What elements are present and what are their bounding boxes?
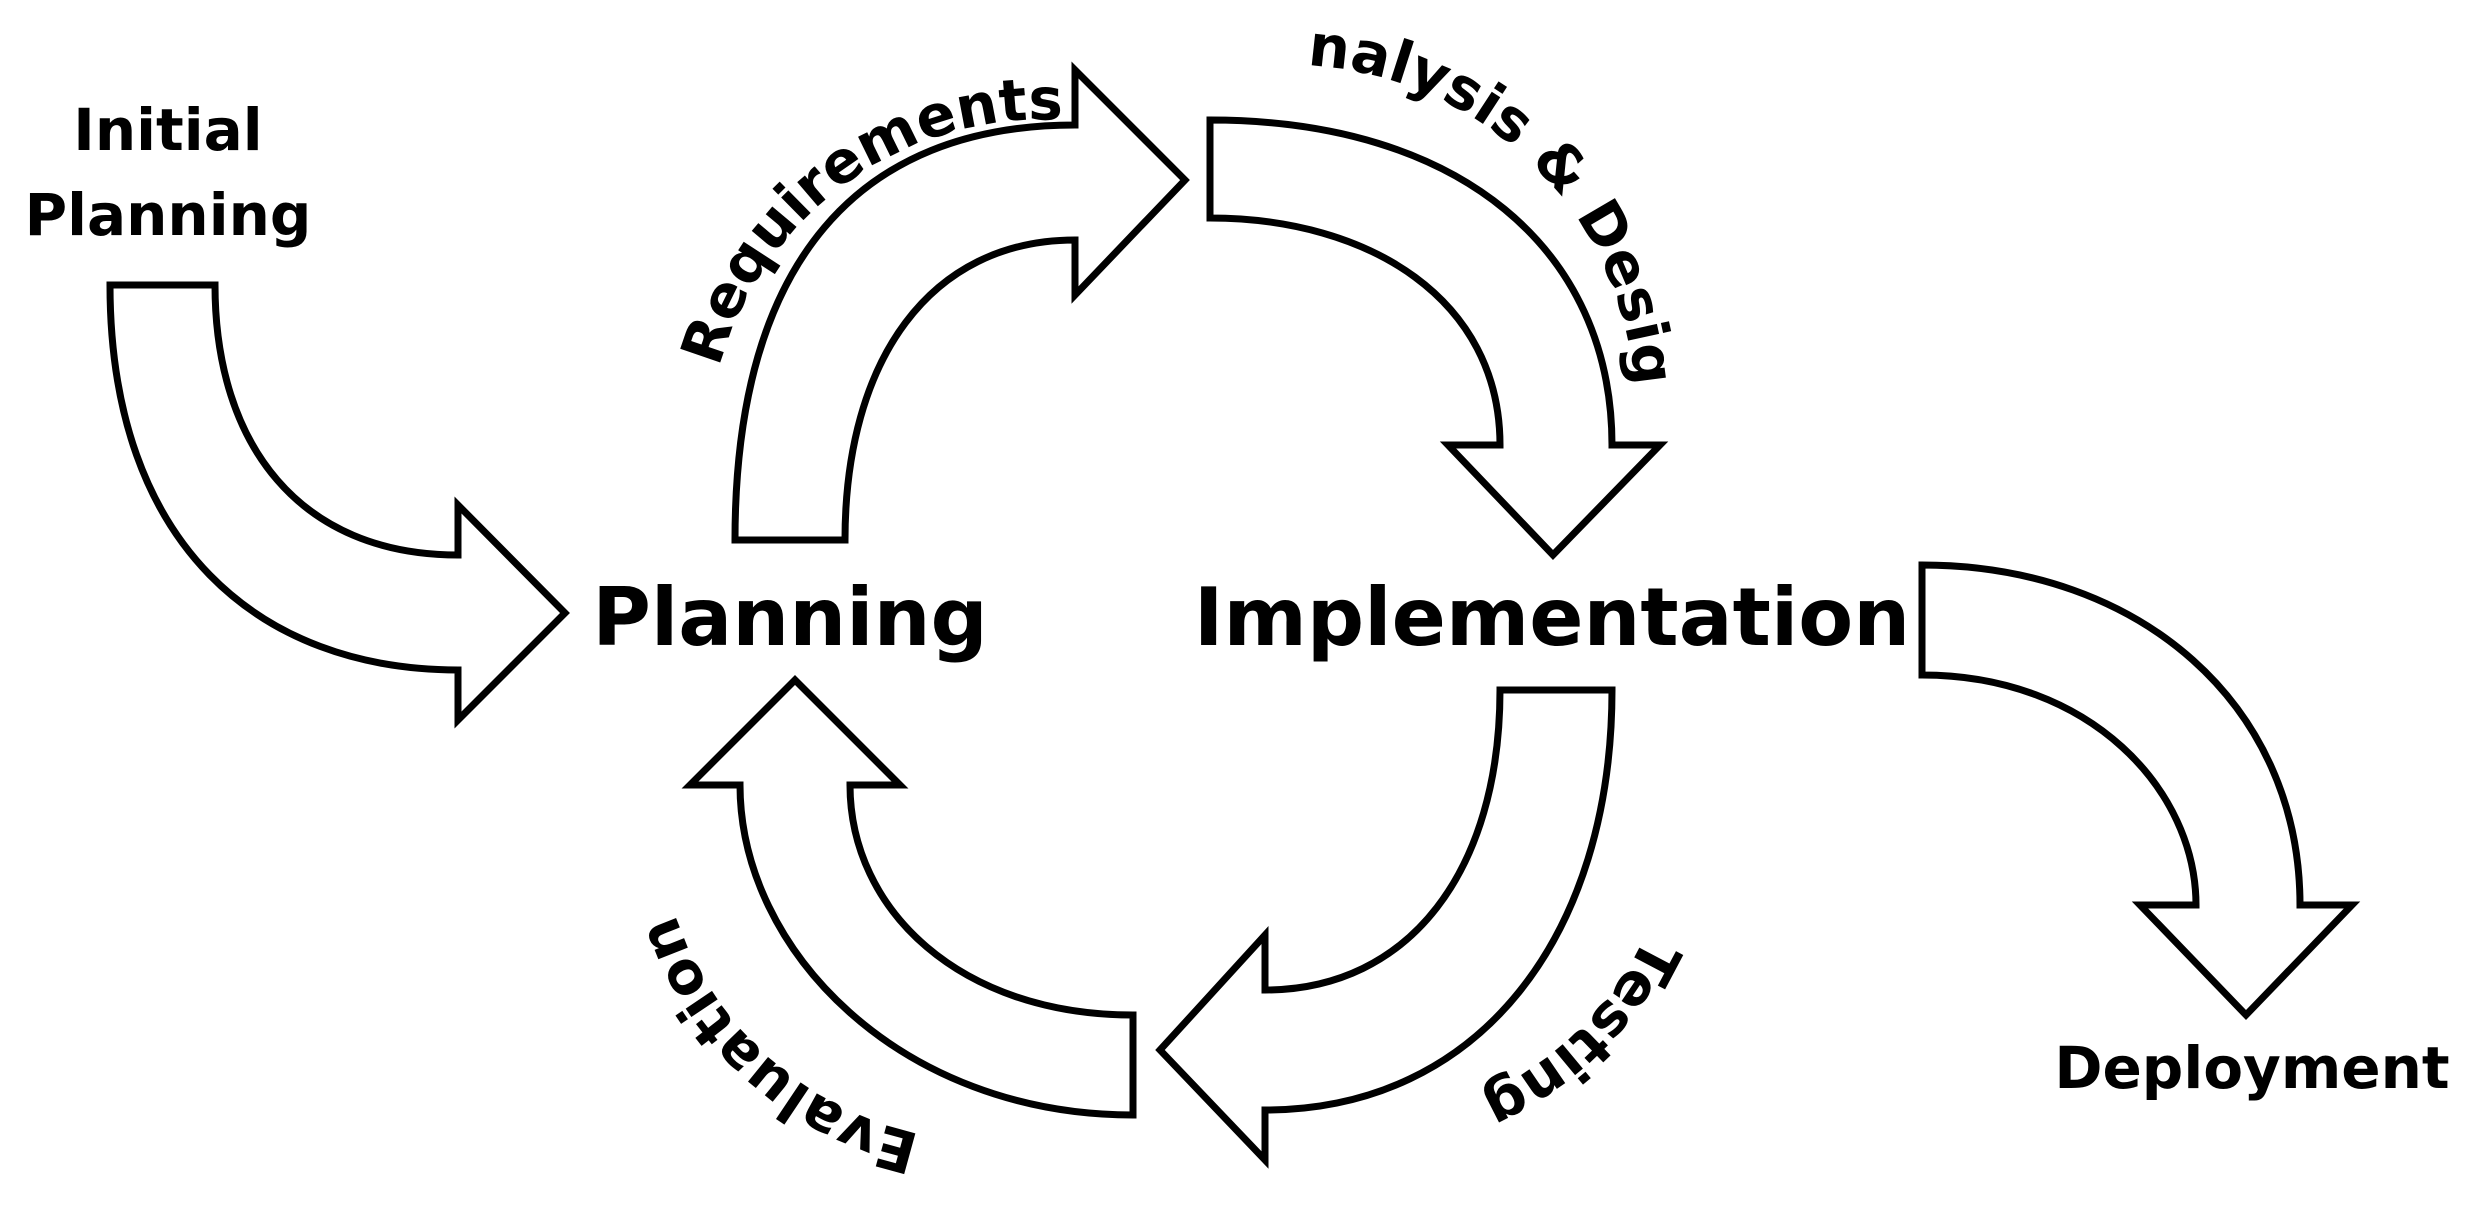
- node-initial-planning-line1: Initial: [73, 96, 262, 164]
- node-initial-planning-line2: Planning: [25, 181, 312, 249]
- node-deployment: Deployment: [2054, 1034, 2449, 1102]
- node-planning: Planning: [592, 571, 988, 664]
- arrow-evaluation: [681, 675, 1137, 1119]
- arrow-initial-to-planning: [106, 281, 570, 729]
- arrow-analysis-design: [1206, 116, 1669, 561]
- node-implementation: Implementation: [1194, 571, 1910, 664]
- arrow-requirements: [731, 61, 1190, 544]
- arrow-implementation-to-deployment: [1918, 561, 2361, 1021]
- arrow-testing: [1155, 686, 1616, 1169]
